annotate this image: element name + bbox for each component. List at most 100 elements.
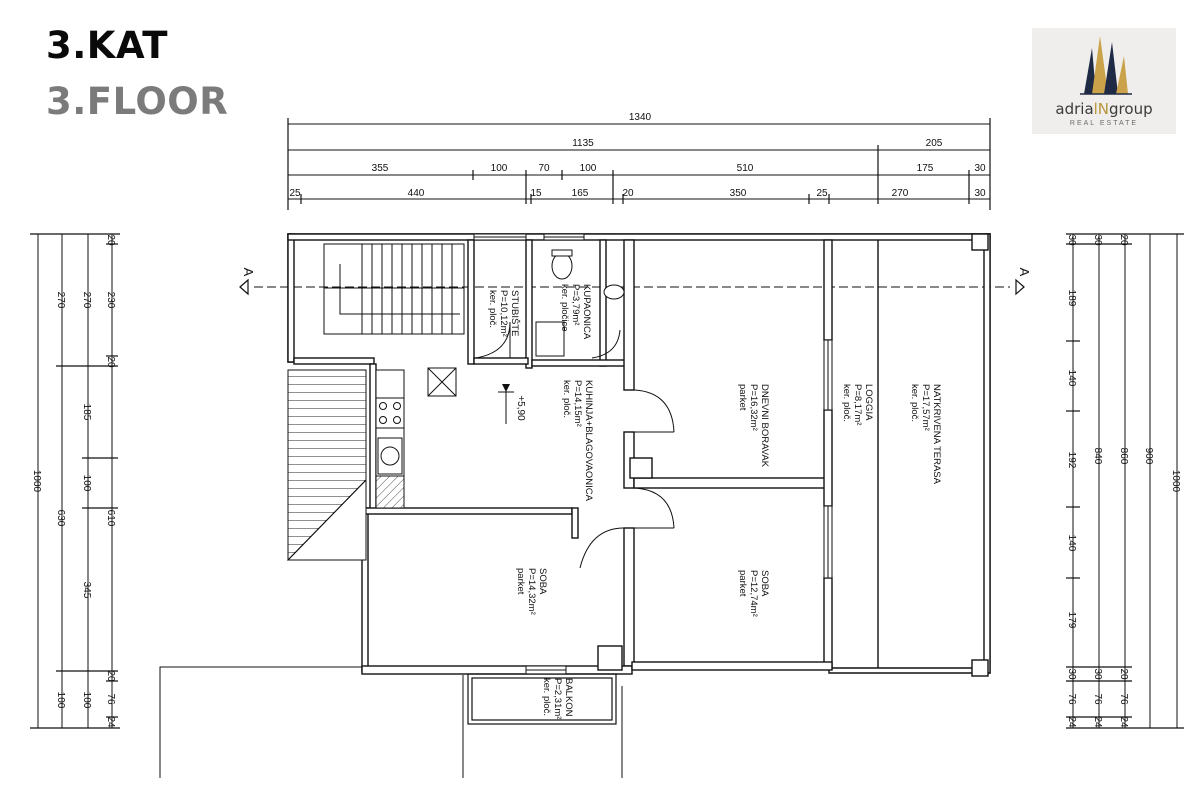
dim-right-1000: 1000 xyxy=(1170,470,1181,493)
logo-tagline: REAL ESTATE xyxy=(1069,120,1139,127)
dim-left-20b: 20 xyxy=(105,356,116,368)
room-labels: STUBIŠTE P=10,12m² ker. ploč. KUPAONICA … xyxy=(487,284,942,719)
dim-right-140a: 140 xyxy=(1066,370,1077,387)
dim-left-76: 76 xyxy=(105,693,116,705)
dim-right-192: 192 xyxy=(1066,452,1077,469)
dimensions-right xyxy=(1066,233,1184,729)
dim-left-20c: 20 xyxy=(105,670,116,682)
bathroom-fittings xyxy=(535,249,625,357)
windows xyxy=(473,233,833,675)
dim-left-185: 185 xyxy=(81,404,92,421)
svg-text:ker. ploč.: ker. ploč. xyxy=(541,678,552,716)
dim-total-width: 1340 xyxy=(629,112,652,123)
dim-right-24b: 24 xyxy=(1092,716,1103,728)
svg-text:STUBIŠTE: STUBIŠTE xyxy=(509,290,520,336)
room-natkrivena-terasa: NATKRIVENA TERASA P=17,57m² ker. ploč. xyxy=(909,384,942,485)
svg-text:SOBA: SOBA xyxy=(537,568,548,595)
dim-right-30b: 30 xyxy=(1066,668,1077,680)
svg-text:ker. pločice: ker. pločice xyxy=(559,284,570,332)
dimensions-left xyxy=(30,233,120,729)
dimension-labels-left: 1000 270 630 100 270 185 100 345 100 20 … xyxy=(31,234,116,728)
kitchen-fittings xyxy=(375,367,457,509)
dim-right-24c: 24 xyxy=(1118,716,1129,728)
dim-100a: 100 xyxy=(491,163,508,174)
dim-left-100a: 100 xyxy=(55,692,66,709)
dim-left-345: 345 xyxy=(81,582,92,599)
dim-205: 205 xyxy=(926,138,943,149)
dimensions-top xyxy=(287,118,991,210)
dim-left-270b: 270 xyxy=(81,292,92,309)
room-dnevni-boravak: DNEVNI BORAVAK P=16,32m² parket xyxy=(737,384,770,468)
level-value: +5,90 xyxy=(515,395,526,421)
dim-20: 20 xyxy=(622,188,634,199)
logo-building-icon xyxy=(1080,36,1132,95)
dim-510: 510 xyxy=(737,163,754,174)
site-lines xyxy=(159,666,623,778)
dim-350: 350 xyxy=(730,188,747,199)
company-logo: adrialNgroup REAL ESTATE xyxy=(1032,28,1176,134)
svg-text:parket: parket xyxy=(737,384,748,411)
staircase xyxy=(323,243,465,335)
dim-right-900: 900 xyxy=(1143,448,1154,465)
dim-left-230: 230 xyxy=(105,292,116,309)
section-mark-right: A xyxy=(1017,268,1032,277)
dim-right-179: 179 xyxy=(1066,612,1077,629)
dim-right-76c: 76 xyxy=(1118,693,1129,705)
dim-left-630: 630 xyxy=(55,510,66,527)
dim-right-30c: 30 xyxy=(1092,234,1103,246)
svg-text:P=14,15m²: P=14,15m² xyxy=(572,380,583,427)
dimension-labels-top: 1340 1135 205 355 100 70 100 510 175 30 … xyxy=(289,112,986,199)
svg-text:P=12,74m²: P=12,74m² xyxy=(748,570,759,617)
svg-text:SOBA: SOBA xyxy=(759,570,770,597)
dim-270: 270 xyxy=(892,188,909,199)
dim-left-100b: 100 xyxy=(81,475,92,492)
svg-text:ker. ploč.: ker. ploč. xyxy=(487,290,498,328)
svg-text:P=14,32m²: P=14,32m² xyxy=(526,568,537,615)
room-loggia: LOGGIA P=8,17m² ker. ploč. xyxy=(841,384,874,425)
room-stubiste: STUBIŠTE P=10,12m² ker. ploč. xyxy=(487,290,520,337)
balcony xyxy=(467,673,617,725)
dim-right-76a: 76 xyxy=(1066,693,1077,705)
section-mark-left: A xyxy=(241,268,256,277)
dim-right-20b: 20 xyxy=(1118,668,1129,680)
svg-text:LOGGIA: LOGGIA xyxy=(863,384,874,421)
room-balkon: BALKON P=2,31m² ker. ploč. xyxy=(541,678,574,719)
dim-355: 355 xyxy=(372,163,389,174)
dimension-labels-right: 30 189 140 192 140 179 30 76 24 30 840 3… xyxy=(1066,234,1181,728)
svg-text:parket: parket xyxy=(515,568,526,595)
doors xyxy=(475,321,675,569)
room-kupaonica: KUPAONICA P=3,79m² ker. pločice xyxy=(559,284,592,340)
svg-text:DNEVNI BORAVAK: DNEVNI BORAVAK xyxy=(759,384,770,468)
svg-text:KUHINJA+BLAGOVAONICA: KUHINJA+BLAGOVAONICA xyxy=(583,380,594,502)
room-soba-2: SOBA P=12,74m² parket xyxy=(737,570,770,617)
dim-right-24a: 24 xyxy=(1066,716,1077,728)
title-kat: 3.KAT xyxy=(46,24,168,67)
exterior-stair xyxy=(286,369,367,561)
dim-left-20a: 20 xyxy=(105,234,116,246)
dim-70: 70 xyxy=(538,163,550,174)
svg-text:P=2,31m²: P=2,31m² xyxy=(552,678,563,719)
logo-wordmark: adrialNgroup xyxy=(1055,100,1153,118)
svg-text:P=17,57m²: P=17,57m² xyxy=(920,384,931,431)
dim-30b: 30 xyxy=(974,188,986,199)
dim-right-30a: 30 xyxy=(1066,234,1077,246)
dim-right-20a: 20 xyxy=(1118,234,1129,246)
dim-165: 165 xyxy=(572,188,589,199)
svg-text:ker. ploč.: ker. ploč. xyxy=(841,384,852,422)
dim-440: 440 xyxy=(408,188,425,199)
dim-25b: 25 xyxy=(816,188,828,199)
dim-left-100c: 100 xyxy=(81,692,92,709)
dim-left-270a: 270 xyxy=(55,292,66,309)
level-marker: +5,90 xyxy=(498,384,526,424)
dim-15: 15 xyxy=(530,188,542,199)
svg-text:P=16,32m²: P=16,32m² xyxy=(748,384,759,431)
svg-text:ker. ploč.: ker. ploč. xyxy=(909,384,920,422)
room-kuhinja: KUHINJA+BLAGOVAONICA P=14,15m² ker. ploč… xyxy=(561,380,594,502)
dim-right-189: 189 xyxy=(1066,290,1077,307)
dim-175: 175 xyxy=(917,163,934,174)
dim-30a: 30 xyxy=(974,163,986,174)
dim-right-840: 840 xyxy=(1092,448,1103,465)
svg-text:parket: parket xyxy=(737,570,748,597)
dim-left-24: 24 xyxy=(105,716,116,728)
dim-right-140b: 140 xyxy=(1066,535,1077,552)
